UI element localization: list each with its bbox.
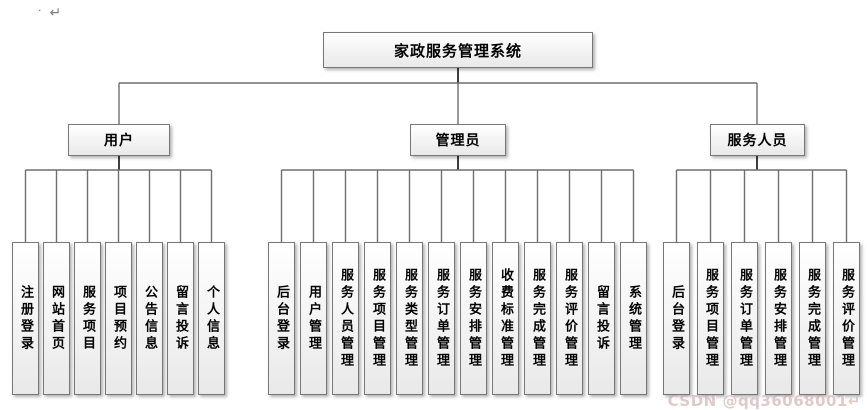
leaf-label: 注册登录 [18,284,33,353]
root-node: 家政服务管理系统 [323,32,593,68]
leaf-node: 服务人员管理 [332,242,359,395]
leaf-node: 注册登录 [12,242,39,395]
leaf-node: 服务项目管理 [364,242,391,395]
leaf-label: 服务安排管理 [466,267,481,370]
leaf-label: 系统管理 [626,284,641,353]
leaf-node: 系统管理 [620,242,647,395]
leaf-label: 用户管理 [306,284,321,353]
branch-node-label: 用户 [104,133,134,149]
paragraph-return-mark: ↵ [49,5,62,21]
leaf-label: 服务类型管理 [402,267,417,370]
leaf-label: 公告信息 [142,284,157,353]
leaf-label: 服务人员管理 [338,267,353,370]
leaf-label: 服务评价管理 [562,267,577,370]
leaf-label: 服务订单管理 [737,267,752,370]
leaf-label: 服务完成管理 [530,267,545,370]
leaf-node: 个人信息 [198,242,225,395]
leaf-label: 项目预约 [111,284,126,353]
csdn-watermark: CSDN @qq36068001↵ [667,392,861,410]
leaf-label: 服务项目管理 [703,267,718,370]
branch-node-label: 管理员 [435,133,481,149]
leaf-node: 服务订单管理 [428,242,455,395]
branch-node-admin: 管理员 [410,124,506,156]
leaf-node: 公告信息 [136,242,163,395]
root-node-label: 家政服务管理系统 [393,41,522,60]
leaf-label: 服务完成管理 [805,267,820,370]
leaf-label: 网站首页 [49,284,64,353]
leaf-label: 留言投诉 [594,284,609,353]
leaf-node: 服务安排管理 [460,242,487,395]
leaf-label: 后台登录 [669,284,684,353]
leaf-node: 服务评价管理 [833,242,860,395]
leaf-label: 服务评价管理 [839,267,854,370]
leaf-label: 服务订单管理 [434,267,449,370]
leaf-node: 服务订单管理 [731,242,758,395]
leaf-label: 服务项目管理 [370,267,385,370]
branch-node-label: 服务人员 [727,133,788,149]
formatting-marks: ·↵ [38,4,61,21]
leaf-node: 服务类型管理 [396,242,423,395]
leaf-label: 后台登录 [274,284,289,353]
leaf-node: 服务项目管理 [697,242,724,395]
leaf-node: 服务完成管理 [524,242,551,395]
leaf-node: 收费标准管理 [492,242,519,395]
leaf-label: 服务项目 [80,284,95,353]
leaf-node: 网站首页 [43,242,70,395]
branch-node-user: 用户 [68,124,170,156]
leaf-node: 后台登录 [268,242,295,395]
leaf-node: 留言投诉 [167,242,194,395]
leaf-label: 个人信息 [204,284,219,353]
leaf-node: 服务评价管理 [556,242,583,395]
leaf-node: 留言投诉 [588,242,615,395]
leaf-node: 服务项目 [74,242,101,395]
bullet-mark: · [38,4,42,17]
leaf-node: 项目预约 [105,242,132,395]
leaf-label: 服务安排管理 [771,267,786,370]
leaf-node: 服务安排管理 [765,242,792,395]
leaf-node: 服务完成管理 [799,242,826,395]
leaf-node: 用户管理 [300,242,327,395]
leaf-label: 收费标准管理 [498,267,513,370]
leaf-label: 留言投诉 [173,284,188,353]
branch-node-staff: 服务人员 [710,124,805,156]
leaf-node: 后台登录 [663,242,690,395]
